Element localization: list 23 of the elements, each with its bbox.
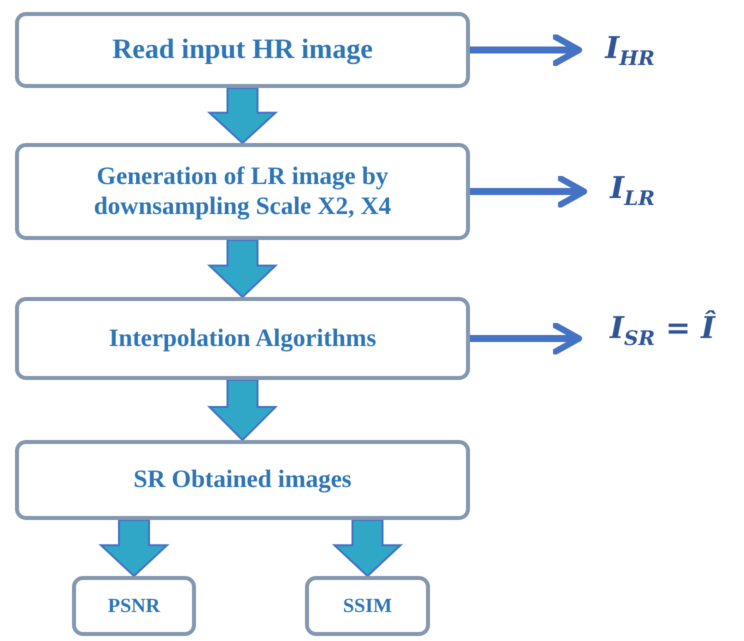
arrow [470,34,582,66]
process-box [15,297,470,380]
box-label: SR Obtained images [133,465,352,495]
box-label: SSIM [343,594,392,618]
math-symbol: I$_{HR}$ [605,30,655,70]
block-arrow [206,87,278,144]
process-box [15,143,470,240]
math-symbol: I$_{SR}$ = Î [610,310,716,350]
block-arrow [207,239,278,298]
arrow [470,322,582,355]
box-label: Read input HR image [112,33,373,67]
block-arrow [207,379,278,442]
box-label: Generation of LR image by downsampling Scale X2, X4 [92,162,392,222]
arrow [470,175,588,208]
process-box [305,576,430,636]
box-label: PSNR [108,594,160,618]
math-symbol: I$_{LR}$ [610,170,655,210]
process-box [72,576,196,636]
box-label: Interpolation Algorithms [108,324,376,354]
process-box [15,12,470,88]
process-box [15,440,470,520]
block-arrow [98,519,170,578]
block-arrow [332,519,404,578]
